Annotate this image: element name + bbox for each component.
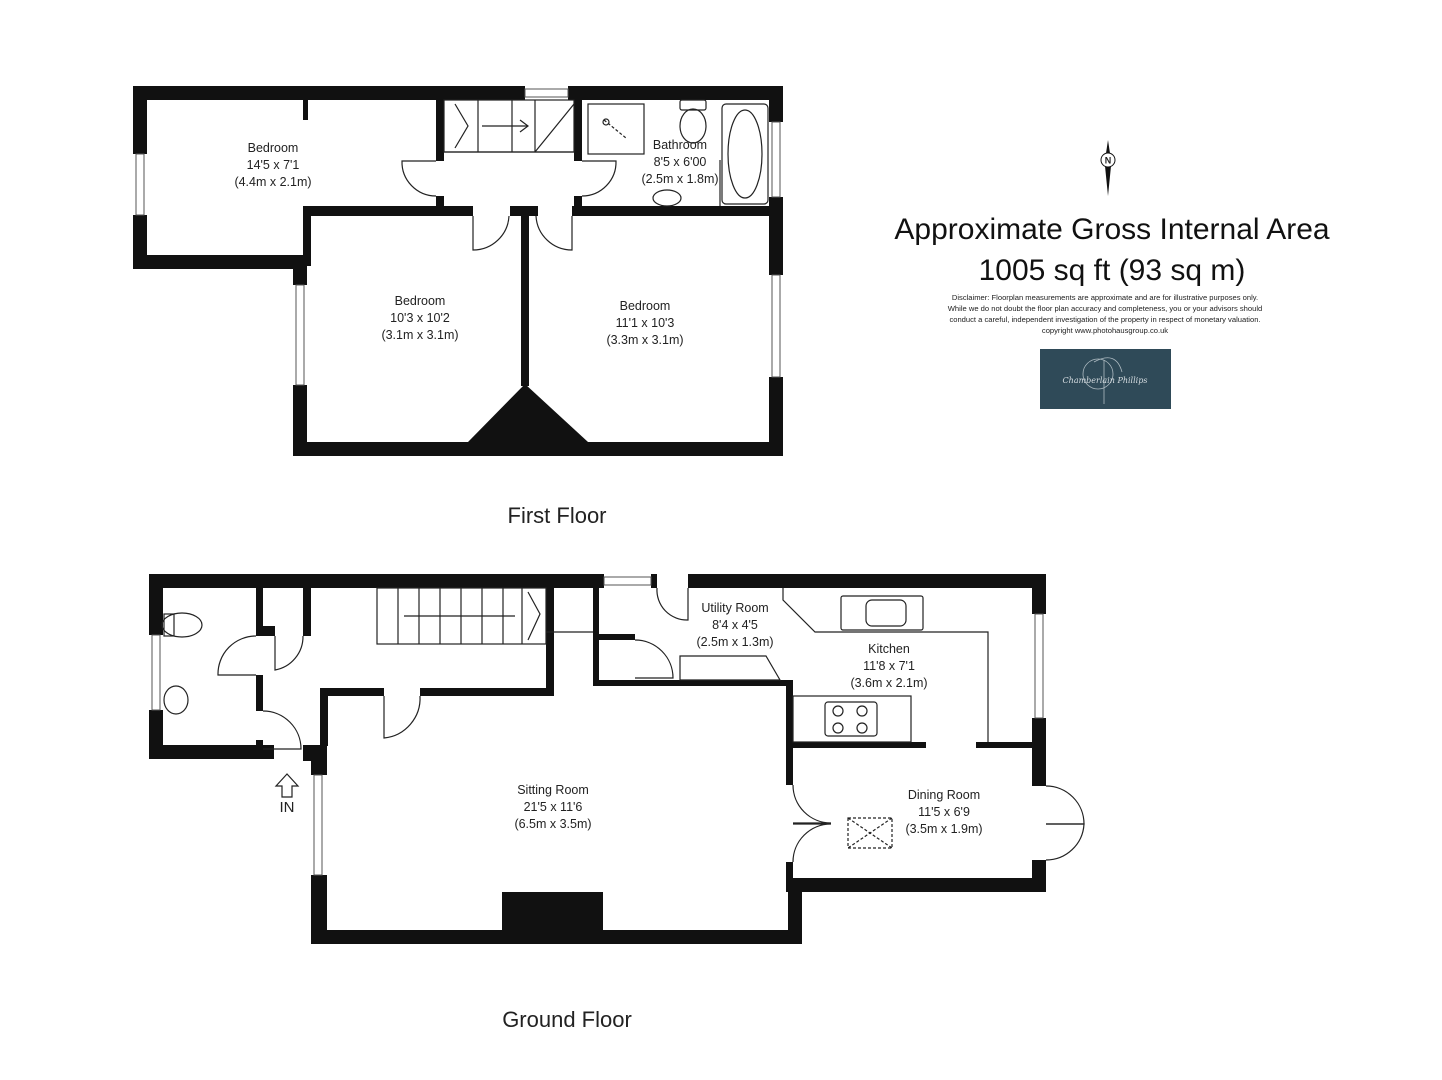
svg-text:(3.6m x 2.1m): (3.6m x 2.1m) — [850, 676, 927, 690]
room-sitting-label: Sitting Room 21'5 x 11'6 (6.5m x 3.5m) — [514, 783, 591, 831]
svg-text:Kitchen: Kitchen — [868, 642, 910, 656]
svg-text:(3.3m x 3.1m): (3.3m x 3.1m) — [606, 333, 683, 347]
svg-text:8'4 x 4'5: 8'4 x 4'5 — [712, 618, 758, 632]
room-bathroom-label: Bathroom 8'5 x 6'00 (2.5m x 1.8m) — [641, 138, 718, 186]
svg-text:Utility Room: Utility Room — [701, 601, 768, 615]
disclaimer-line-4: copyright www.photohausgroup.co.uk — [1042, 326, 1168, 335]
room-bed2-label: Bedroom 10'3 x 10'2 (3.1m x 3.1m) — [381, 294, 458, 342]
room-utility-label: Utility Room 8'4 x 4'5 (2.5m x 1.3m) — [696, 601, 773, 649]
disclaimer-line-1: Disclaimer: Floorplan measurements are a… — [952, 293, 1258, 302]
svg-text:11'8 x 7'1: 11'8 x 7'1 — [863, 659, 915, 673]
area-title: Approximate Gross Internal Area — [894, 213, 1330, 246]
svg-text:14'5 x 7'1: 14'5 x 7'1 — [247, 158, 300, 172]
first-floor-plan — [133, 86, 783, 456]
svg-text:Bedroom: Bedroom — [620, 299, 671, 313]
disclaimer-line-3: conduct a careful, independent investiga… — [949, 315, 1260, 324]
svg-text:(6.5m x 3.5m): (6.5m x 3.5m) — [514, 817, 591, 831]
disclaimer-line-2: While we do not doubt the floor plan acc… — [948, 304, 1262, 313]
svg-text:Bedroom: Bedroom — [395, 294, 446, 308]
svg-text:Bathroom: Bathroom — [653, 138, 707, 152]
svg-text:10'3 x 10'2: 10'3 x 10'2 — [390, 311, 450, 325]
first-floor-label: First Floor — [508, 503, 607, 528]
entrance-label: IN — [280, 799, 295, 816]
svg-text:(2.5m x 1.3m): (2.5m x 1.3m) — [696, 635, 773, 649]
svg-text:21'5 x 11'6: 21'5 x 11'6 — [524, 800, 583, 814]
agency-logo: Chamberlain Phillips — [1040, 349, 1171, 409]
room-kitchen-label: Kitchen 11'8 x 7'1 (3.6m x 2.1m) — [850, 642, 927, 690]
compass-letter: N — [1105, 156, 1112, 166]
svg-text:Dining Room: Dining Room — [908, 788, 980, 802]
svg-text:8'5 x 6'00: 8'5 x 6'00 — [654, 155, 707, 169]
svg-text:(3.1m x 3.1m): (3.1m x 3.1m) — [381, 328, 458, 342]
svg-text:11'1 x 10'3: 11'1 x 10'3 — [616, 316, 675, 330]
area-value: 1005 sq ft (93 sq m) — [979, 254, 1246, 287]
svg-text:Bedroom: Bedroom — [248, 141, 299, 155]
svg-text:(2.5m x 1.8m): (2.5m x 1.8m) — [641, 172, 718, 186]
svg-text:11'5 x 6'9: 11'5 x 6'9 — [918, 805, 970, 819]
room-dining-label: Dining Room 11'5 x 6'9 (3.5m x 1.9m) — [905, 788, 982, 836]
room-bed1-label: Bedroom 14'5 x 7'1 (4.4m x 2.1m) — [234, 141, 311, 189]
svg-text:Sitting Room: Sitting Room — [517, 783, 589, 797]
entrance-arrow-icon — [274, 773, 300, 798]
compass-icon: N — [1100, 140, 1116, 196]
logo-text: Chamberlain Phillips — [1063, 376, 1148, 385]
svg-text:(3.5m x 1.9m): (3.5m x 1.9m) — [905, 822, 982, 836]
ground-floor-plan — [149, 574, 1085, 944]
ground-floor-label: Ground Floor — [502, 1007, 632, 1032]
svg-text:(4.4m x 2.1m): (4.4m x 2.1m) — [234, 175, 311, 189]
room-bed3-label: Bedroom 11'1 x 10'3 (3.3m x 3.1m) — [606, 299, 683, 347]
